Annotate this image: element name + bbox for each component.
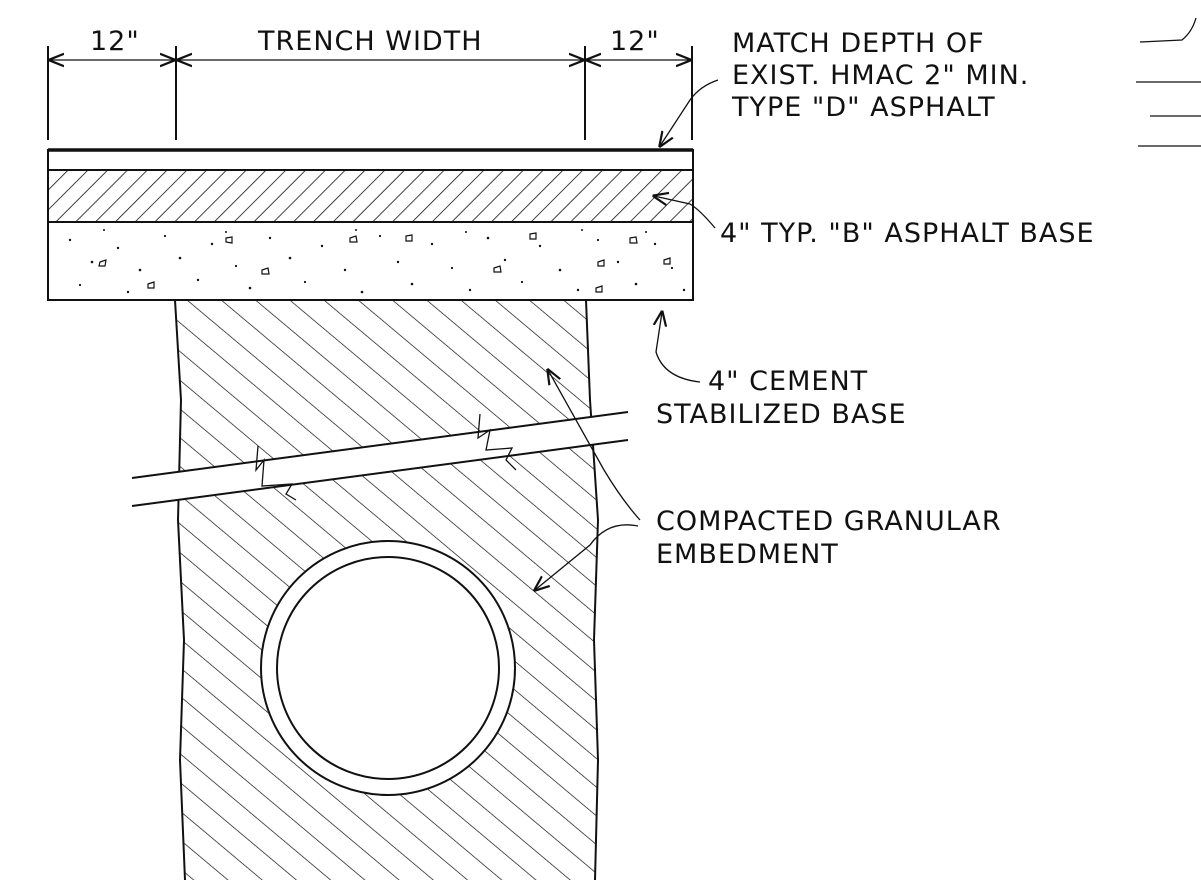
dimension-lines	[47, 46, 693, 140]
trench-width-dimension: TRENCH WIDTH	[257, 26, 483, 57]
embedment-callout-line-1: COMPACTED GRANULAR	[656, 506, 1002, 537]
edge-reference-lines	[1136, 17, 1201, 147]
surface-callout-line-1: MATCH DEPTH OF	[732, 28, 985, 59]
cement-base-callout-line-2: STABILIZED BASE	[656, 399, 907, 430]
embedment-callout-line-2: EMBEDMENT	[656, 539, 839, 570]
surface-callout-line-3: TYPE "D" ASPHALT	[731, 92, 996, 123]
left-offset-dimension: 12"	[90, 26, 140, 57]
leader-lines	[535, 79, 719, 590]
cement-stabilized-base-layer	[47, 221, 694, 301]
utility-crossing	[131, 411, 629, 507]
asphalt-base-callout: 4" TYP. "B" ASPHALT BASE	[720, 218, 1095, 249]
right-offset-dimension: 12"	[610, 26, 660, 57]
cement-base-callout-line-1: 4" CEMENT	[708, 366, 868, 397]
asphalt-base-layer	[47, 169, 694, 223]
surface-callout-line-2: EXIST. HMAC 2" MIN.	[732, 60, 1029, 91]
pipe	[260, 540, 516, 796]
surface-asphalt-layer	[47, 148, 694, 171]
